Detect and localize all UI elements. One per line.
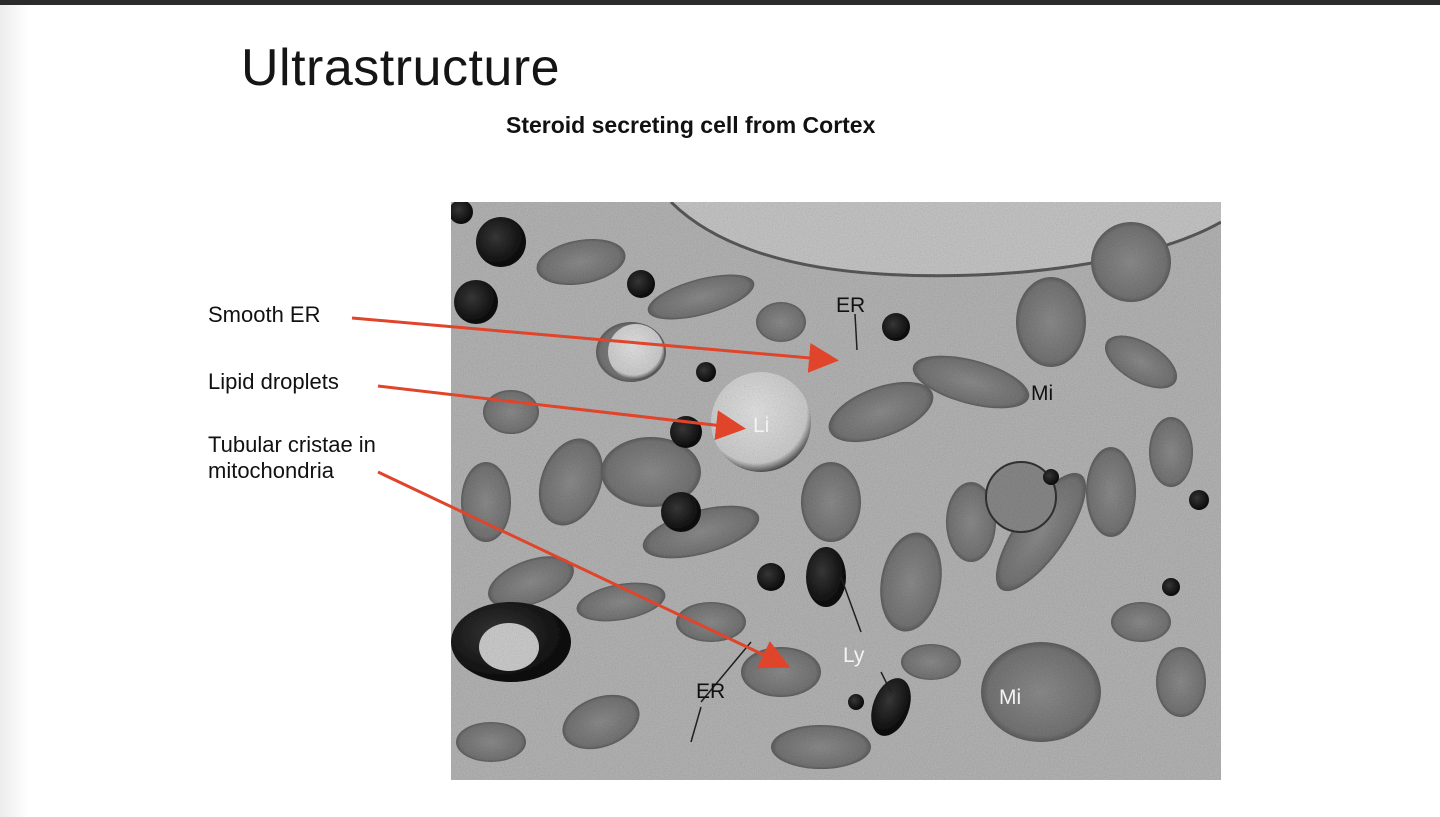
em-label-ly: Ly [843,644,865,667]
em-label-mi-bottom: Mi [999,686,1021,709]
em-label-li: Li [753,414,769,437]
callout-tubular-cristae: Tubular cristae in mitochondria [208,432,376,484]
callout-smooth-er: Smooth ER [208,302,321,327]
slide-title: Ultrastructure [241,39,561,97]
em-label-er-bottom: ER [696,680,725,703]
slide-subtitle: Steroid secreting cell from Cortex [506,112,876,138]
callout-lipid-droplets: Lipid droplets [208,369,339,394]
electron-micrograph: ER Mi Li Ly ER Mi [451,202,1221,780]
em-label-mi-right: Mi [1031,382,1053,405]
em-label-er-top: ER [836,294,865,317]
slide-edge-shadow [0,5,28,817]
micrograph-image: ER Mi Li Ly ER Mi [451,202,1221,780]
window-top-bar [0,0,1440,5]
